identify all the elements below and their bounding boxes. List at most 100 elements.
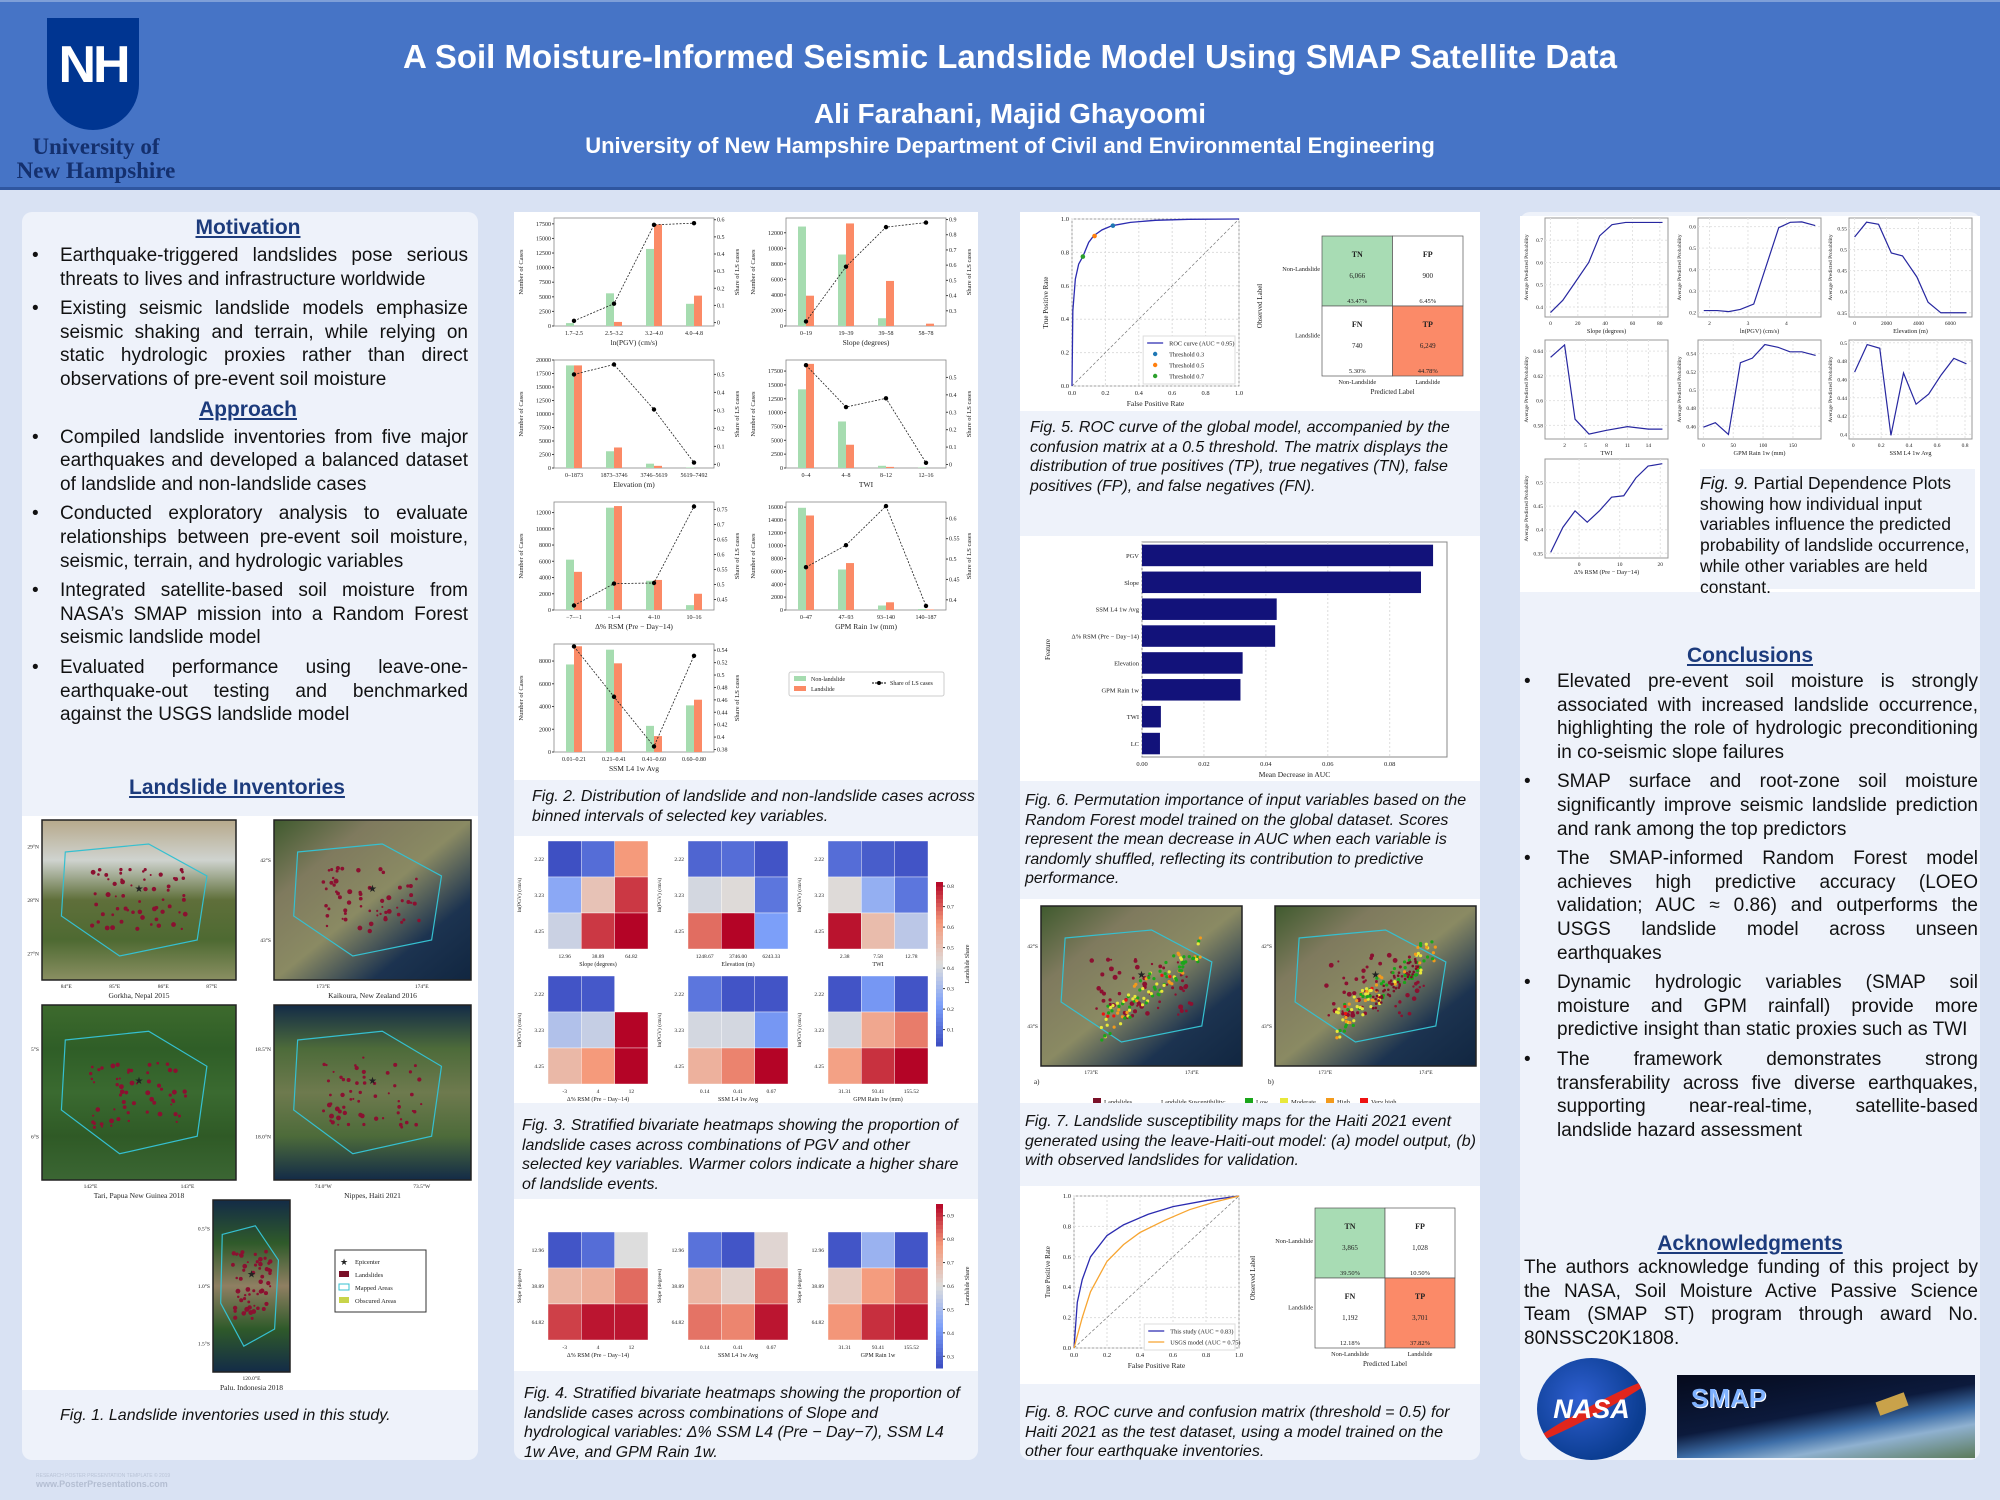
susceptibility-mark xyxy=(1424,945,1429,949)
x-tick-label: −7–−1 xyxy=(566,615,582,621)
landslide-mark xyxy=(135,926,140,931)
y-tick-label: 0 xyxy=(780,324,783,330)
landslide-mark xyxy=(119,1084,124,1090)
y-tick-label: 3.23 xyxy=(814,1028,824,1034)
y-axis-label: Average Predicted Probability xyxy=(1677,234,1683,300)
landslide-bar xyxy=(654,579,662,610)
x-tick-label: 0.0 xyxy=(1070,1352,1078,1359)
heatmap-cell xyxy=(581,876,615,914)
landslide-mark xyxy=(181,876,186,880)
heatmap-cell xyxy=(547,840,582,878)
landslide-mark xyxy=(372,1081,377,1085)
y2-tick-label: 0.7 xyxy=(717,523,725,529)
mapped-area-outline xyxy=(60,1030,208,1155)
legend-label: High xyxy=(1337,1099,1351,1103)
susceptibility-mark xyxy=(1127,1008,1132,1012)
y-tick-label: 2.22 xyxy=(674,857,684,863)
colorbar-segment xyxy=(936,1327,943,1332)
susceptibility-mark xyxy=(1165,975,1169,979)
heatmap-cell xyxy=(754,840,789,878)
importance-bar xyxy=(1142,571,1421,594)
susceptibility-mark xyxy=(1368,994,1372,998)
landslide-mark xyxy=(373,1094,378,1098)
susceptibility-mark xyxy=(1160,989,1164,993)
y2-tick-label: 0.55 xyxy=(949,537,960,543)
landslide-mark xyxy=(1396,974,1400,978)
share-line xyxy=(805,364,927,463)
landslide-mark xyxy=(146,1079,151,1084)
colorbar-segment xyxy=(936,890,943,895)
landslide-mark xyxy=(1342,976,1346,980)
cell-tag: FP xyxy=(1423,250,1433,259)
plot-frame xyxy=(1141,541,1448,758)
cell-percent: 39.50% xyxy=(1340,1270,1361,1277)
landslide-mark xyxy=(243,1293,247,1297)
importance-bar xyxy=(1142,544,1434,567)
y2-tick-label: 0.52 xyxy=(717,661,728,667)
legend-marker xyxy=(1152,373,1158,379)
y-tick-label: 38.89 xyxy=(532,1284,545,1290)
landslide-mark xyxy=(1171,986,1175,990)
susceptibility-mark xyxy=(1338,1035,1342,1039)
x-axis-label: Elevation (m) xyxy=(613,480,655,489)
colorbar-segment xyxy=(936,1351,943,1357)
y2-tick-label: 0 xyxy=(949,463,952,469)
susceptibility-mark xyxy=(1176,951,1180,955)
landslide-mark xyxy=(1176,961,1180,964)
legend: ROC curve (AUC = 0.95)Threshold 0.3Thres… xyxy=(1142,335,1236,385)
landslide-mark xyxy=(384,910,388,915)
y-tick-label: 0.46 xyxy=(1837,377,1847,383)
y2-axis-label: Share of LS cases xyxy=(966,532,973,579)
y2-tick-label: 0.5 xyxy=(949,557,957,563)
longitude-label: 85°E xyxy=(109,983,121,990)
susceptibility-mark xyxy=(1106,1014,1110,1018)
landslide-mark xyxy=(1342,990,1346,995)
landslide-mark xyxy=(1328,962,1334,968)
legend-label: Landslides xyxy=(355,1272,384,1279)
y-tick-label: 2.22 xyxy=(814,992,824,998)
susceptibility-mark xyxy=(1158,969,1162,973)
x-tick-label: 0.08 xyxy=(1384,761,1395,768)
cell-percent: 10.50% xyxy=(1410,1270,1431,1277)
landslide-mark xyxy=(90,869,96,875)
row-label: Landslide xyxy=(1288,1305,1313,1312)
x-tick-label: 0.41–0.60 xyxy=(642,757,666,763)
matrix-cell xyxy=(1321,235,1393,307)
y-tick-label: 2000 xyxy=(771,308,783,314)
landslide-mark xyxy=(135,1082,138,1085)
colorbar-segment xyxy=(936,1310,943,1316)
landslide-mark xyxy=(339,1075,343,1079)
heatmap-cell xyxy=(581,1231,615,1269)
susceptibility-mark xyxy=(1163,972,1167,976)
susceptibility-mark xyxy=(1419,942,1423,946)
map-image xyxy=(273,819,472,981)
non-landslide-bar xyxy=(566,323,574,326)
susceptibility-mark xyxy=(1391,971,1395,975)
colorbar-segment xyxy=(936,1355,943,1361)
landslide-mark xyxy=(356,868,361,873)
landslide-mark xyxy=(138,900,142,903)
x-tick-label: 64.82 xyxy=(625,954,638,960)
y-axis-label: ln(PGV) (cm/s) xyxy=(796,878,803,913)
fig7-caption: Fig. 7. Landslide susceptibility maps fo… xyxy=(1025,1113,1476,1169)
landslide-mark xyxy=(252,1289,256,1293)
landslide-mark xyxy=(179,868,184,872)
y-tick-label: 7500 xyxy=(539,426,551,432)
landslide-mark xyxy=(156,1061,160,1065)
y-tick-label: 4000 xyxy=(771,293,783,299)
non-landslide-bar xyxy=(686,705,694,752)
landslide-mark xyxy=(268,1259,273,1264)
landslide-bar xyxy=(806,295,814,326)
pdp-line xyxy=(1854,343,1967,436)
heatmap-cell xyxy=(614,1011,649,1049)
y2-tick-label: 0.48 xyxy=(717,685,728,691)
landslide-mark xyxy=(1413,957,1417,961)
share-point xyxy=(691,653,697,658)
footer-link[interactable]: www.PosterPresentations.com xyxy=(36,1479,168,1489)
row-label: Non-Landslide xyxy=(1282,266,1320,273)
y2-tick-label: 0.1 xyxy=(949,445,957,451)
x-tick-label: 0.14 xyxy=(700,1089,710,1095)
landslide-mark xyxy=(238,1276,243,1281)
susceptibility-mark xyxy=(1351,1023,1355,1028)
